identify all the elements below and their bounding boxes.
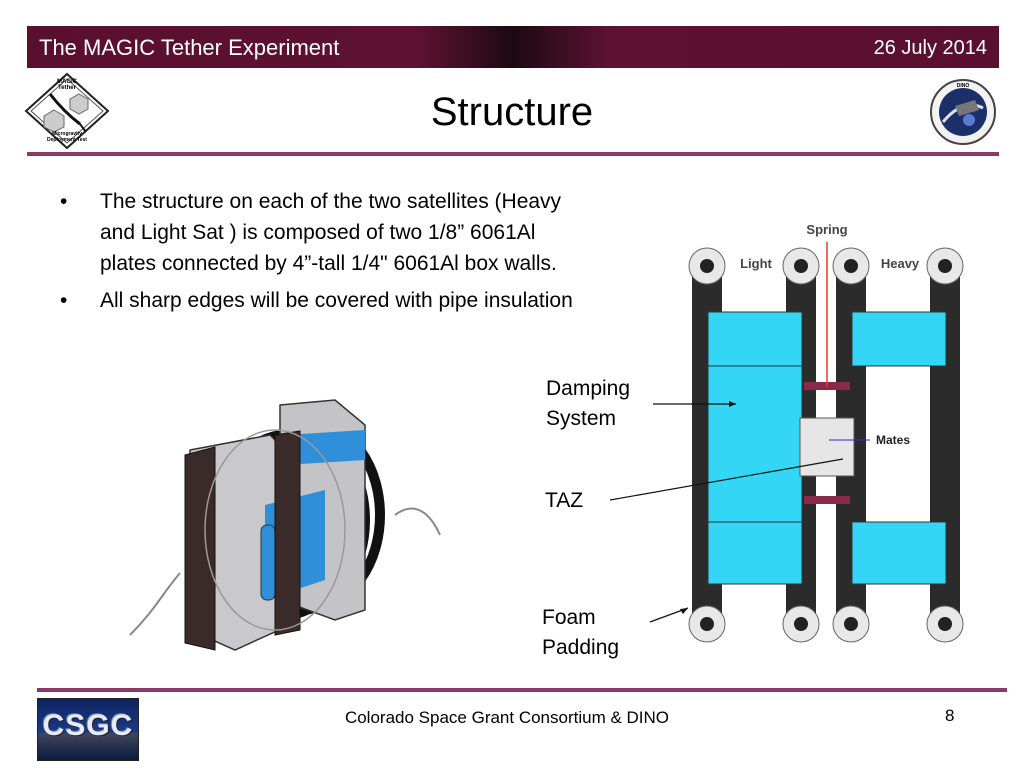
bullet-dot-icon: •	[60, 190, 68, 213]
csgc-logo: CSGC	[37, 698, 139, 761]
logo-line1: MAGIC	[57, 79, 78, 85]
header-bar: The MAGIC Tether Experiment 26 July 2014	[27, 26, 999, 68]
footer-organization: Colorado Space Grant Consortium & DINO	[344, 708, 670, 727]
logo-line3: Microgravity	[52, 131, 82, 137]
isometric-structure-image	[129, 399, 441, 651]
bullet-text: The structure on each of the two satelli…	[100, 190, 562, 275]
bullet-item: • All sharp edges will be covered with p…	[60, 285, 590, 316]
bullet-list: • The structure on each of the two satel…	[60, 186, 590, 322]
presentation-title: The MAGIC Tether Experiment	[39, 35, 340, 60]
footer-divider	[37, 688, 1007, 692]
page-number: 8	[945, 706, 955, 725]
magic-tether-logo: MAGIC Tether Microgravity Deployment Tes…	[24, 72, 110, 150]
taz-callout: TAZ	[545, 489, 584, 512]
dino-logo: DINO	[930, 79, 996, 145]
structure-cross-section-diagram: Spring Light Heavy Mates	[684, 222, 970, 646]
mates-label: Mates	[876, 433, 910, 447]
light-label: Light	[740, 256, 772, 271]
heavy-label: Heavy	[881, 256, 920, 271]
foam-padding-callout: Foam Padding	[542, 606, 620, 659]
logo-line4: Deployment Test	[47, 137, 87, 143]
damping-system-callout: Damping System	[546, 377, 631, 430]
logo-line2: Tether	[58, 85, 77, 91]
slide-title: Structure	[430, 90, 594, 134]
dino-logo-text: DINO	[957, 83, 970, 89]
bullet-item: • The structure on each of the two satel…	[60, 186, 590, 279]
csgc-logo-text: CSGC	[42, 709, 134, 742]
spring-label: Spring	[806, 222, 847, 237]
bullet-text: All sharp edges will be covered with pip…	[100, 289, 573, 312]
presentation-date: 26 July 2014	[873, 37, 987, 59]
header-divider	[27, 152, 999, 156]
bullet-dot-icon: •	[60, 289, 68, 312]
